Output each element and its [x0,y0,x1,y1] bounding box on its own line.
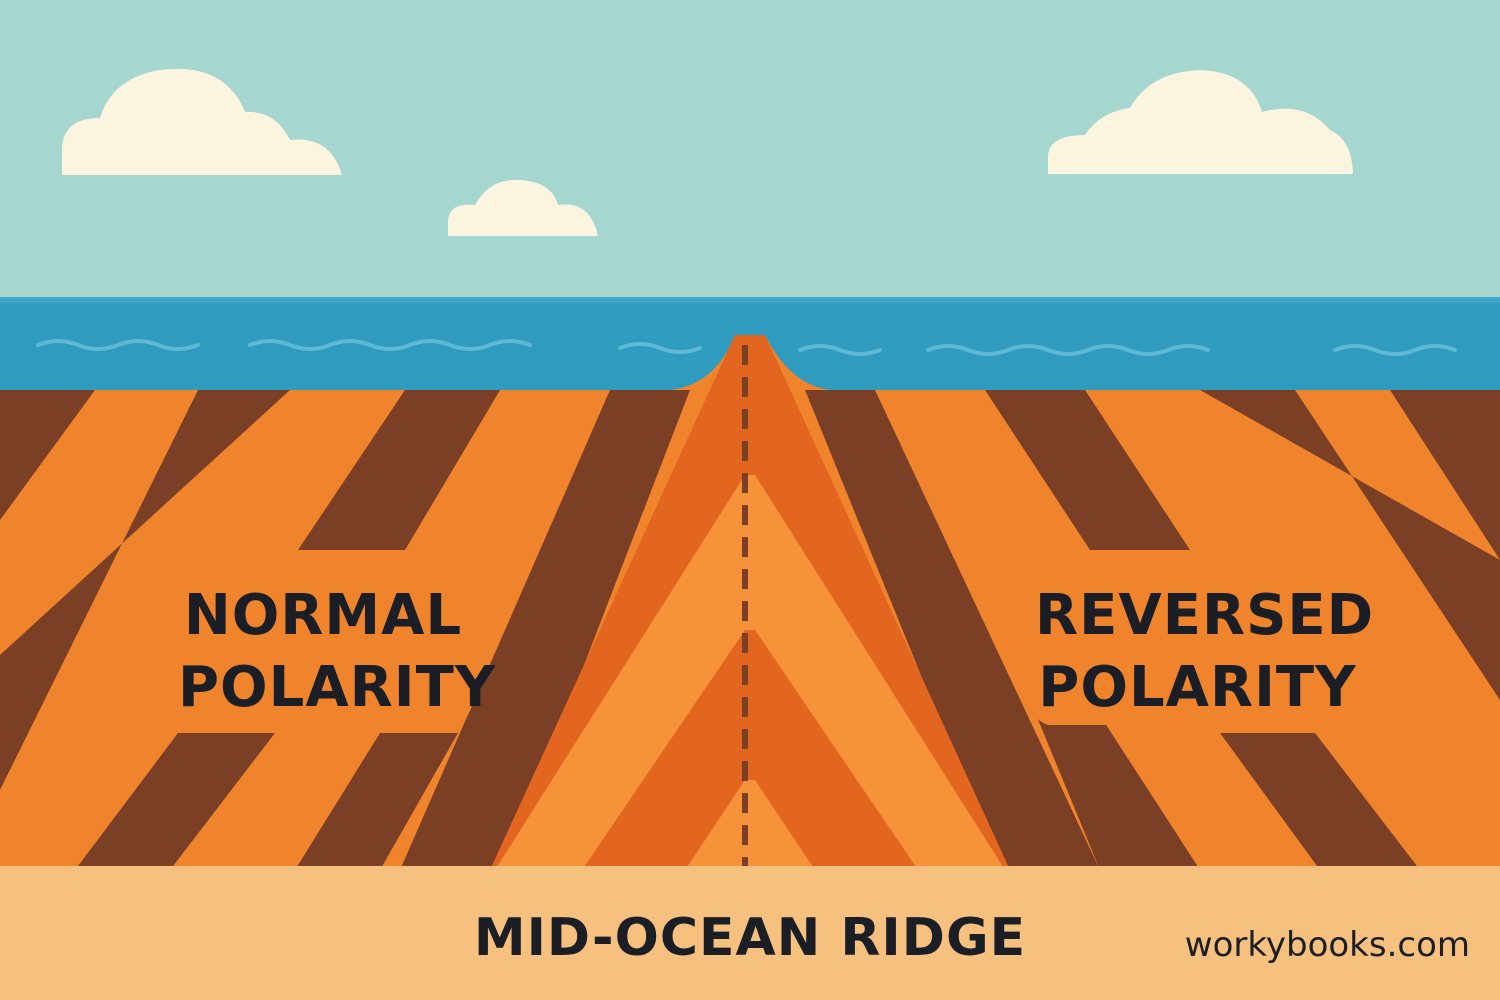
watermark: workybooks.com [1184,925,1470,965]
normal-polarity-label: NORMAL POLARITY [178,583,497,720]
right-label-panel [1028,555,1370,725]
cloud-icon [1048,70,1353,174]
ridge-band-deep [582,630,918,870]
sediment-floor [0,866,1500,1000]
left-label-panel [160,555,472,725]
ocean-surface [0,297,1500,303]
left-dark-stripes [0,390,690,870]
ridge-band-core [685,780,815,870]
right-dark-stripes [805,390,1500,870]
wave-lines [36,339,1457,356]
reversed-polarity-label: REVERSED POLARITY [1035,583,1375,720]
cloud-icon [62,68,342,175]
cloud-icon [448,179,598,236]
mid-ocean-ridge-label: MID-OCEAN RIDGE [473,908,1027,968]
